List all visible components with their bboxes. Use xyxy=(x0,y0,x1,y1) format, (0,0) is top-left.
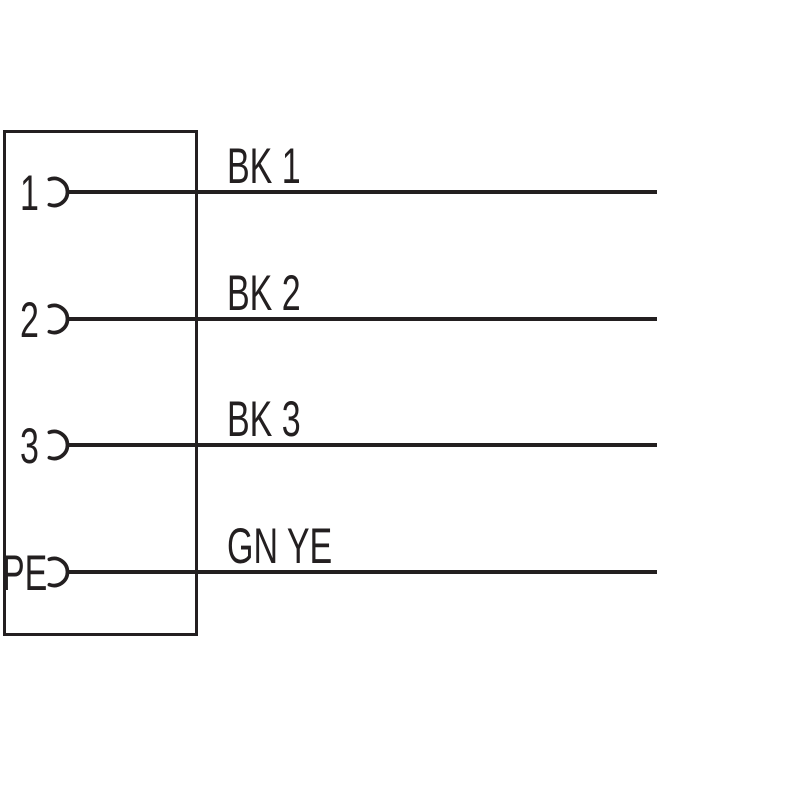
wire-color-label: BK 1 xyxy=(227,138,301,194)
pin-contact-icon xyxy=(47,556,70,588)
wire-color-label: BK 3 xyxy=(227,391,301,447)
connector-body xyxy=(3,130,198,636)
wire-color-label: GN YE xyxy=(227,518,333,574)
wire-color-label: BK 2 xyxy=(227,265,301,321)
pin-contact-icon xyxy=(47,429,70,461)
pin-number: 1 xyxy=(20,165,39,221)
pin-row-pe: PE GN YE xyxy=(0,512,800,632)
wire-line xyxy=(69,190,657,194)
pin-row-2: 2 BK 2 xyxy=(0,259,800,379)
pin-number: 3 xyxy=(20,418,39,474)
wire-line xyxy=(69,317,657,321)
pin-contact-icon xyxy=(47,176,70,208)
pin-number: PE xyxy=(2,545,48,601)
wire-line xyxy=(69,570,657,574)
pin-contact-icon xyxy=(47,303,70,335)
pin-row-3: 3 BK 3 xyxy=(0,385,800,505)
wire-line xyxy=(69,443,657,447)
pin-row-1: 1 BK 1 xyxy=(0,132,800,252)
pin-number: 2 xyxy=(20,292,39,348)
